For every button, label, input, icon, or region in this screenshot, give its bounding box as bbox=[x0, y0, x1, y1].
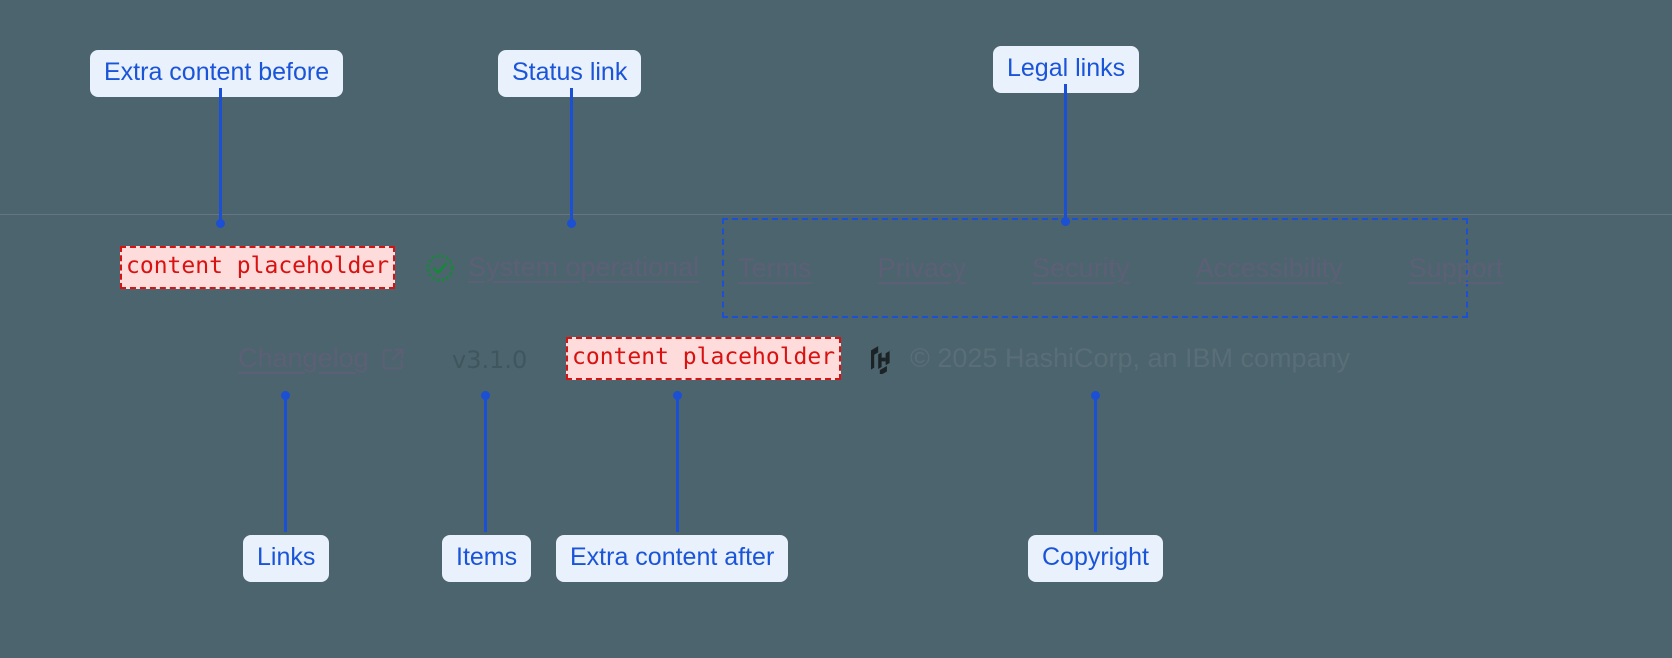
status-link-label: System operational bbox=[468, 252, 700, 282]
legal-link-security[interactable]: Security bbox=[1032, 253, 1130, 283]
callout-copyright: Copyright bbox=[1028, 535, 1163, 582]
footer-extra-content-before-slot: content placeholder bbox=[120, 246, 396, 289]
external-link-icon bbox=[380, 346, 406, 372]
callout-status-link: Status link bbox=[498, 50, 642, 97]
leader-dot-links bbox=[281, 391, 290, 400]
callout-links: Links bbox=[243, 535, 330, 582]
leader-dot-items bbox=[481, 391, 490, 400]
leader-line-links bbox=[284, 396, 287, 532]
leader-dot-status bbox=[567, 219, 576, 228]
legal-link-support[interactable]: Support bbox=[1408, 253, 1504, 283]
leader-line-legal bbox=[1064, 84, 1067, 220]
callout-extra-content-before: Extra content before bbox=[90, 50, 344, 97]
copyright-block: © 2025 HashiCorp, an IBM company bbox=[868, 343, 1350, 374]
legal-links-list: Terms Privacy Security Accessibility Sup… bbox=[738, 253, 1503, 284]
legal-link-accessibility[interactable]: Accessibility bbox=[1195, 253, 1343, 283]
leader-dot-copyright bbox=[1091, 391, 1100, 400]
version-label: v3.1.0 bbox=[452, 346, 528, 374]
content-placeholder-before: content placeholder bbox=[120, 246, 396, 289]
leader-line-status bbox=[570, 88, 573, 222]
leader-line-extra-before bbox=[219, 88, 222, 222]
callout-items: Items bbox=[442, 535, 532, 582]
content-placeholder-after: content placeholder bbox=[566, 337, 842, 380]
status-link[interactable]: System operational bbox=[425, 252, 699, 283]
leader-dot-extra-before bbox=[216, 219, 225, 228]
leader-line-copyright bbox=[1094, 396, 1097, 532]
footer-extra-content-after-slot: content placeholder bbox=[566, 337, 842, 380]
footer-divider bbox=[0, 214, 1672, 215]
callout-extra-content-after: Extra content after bbox=[556, 535, 789, 582]
leader-line-items bbox=[484, 396, 487, 532]
copyright-text: © 2025 HashiCorp, an IBM company bbox=[910, 343, 1351, 373]
legal-link-privacy[interactable]: Privacy bbox=[877, 253, 967, 283]
legal-link-terms[interactable]: Terms bbox=[738, 253, 812, 283]
changelog-label: Changelog bbox=[238, 343, 369, 373]
legal-links-highlight-box bbox=[722, 218, 1468, 318]
check-circle-icon bbox=[425, 253, 455, 283]
leader-line-extra-after bbox=[676, 396, 679, 532]
leader-dot-legal bbox=[1061, 217, 1070, 226]
changelog-link[interactable]: Changelog bbox=[238, 343, 406, 374]
version-item: v3.1.0 bbox=[452, 346, 527, 374]
leader-dot-extra-after bbox=[673, 391, 682, 400]
hashicorp-logo bbox=[868, 344, 896, 374]
